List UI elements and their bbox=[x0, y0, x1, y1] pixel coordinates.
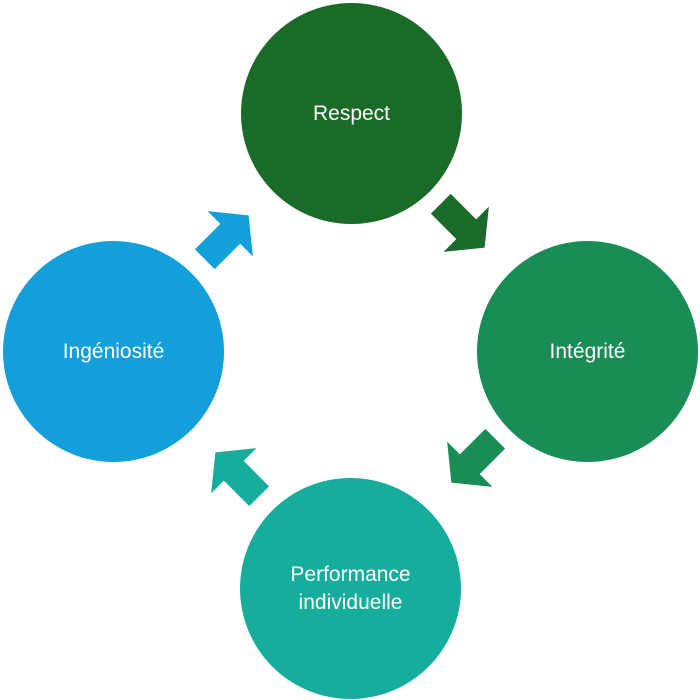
node-label-integrite: Intégrité bbox=[549, 339, 626, 363]
node-label-respect: Respect bbox=[312, 101, 391, 125]
arrow-respect-to-integrite bbox=[430, 193, 489, 252]
node-respect: Respect bbox=[241, 3, 462, 224]
node-performance-individuelle: Performance individuelle bbox=[240, 478, 461, 699]
node-label-ingeniosite: Ingéniosité bbox=[62, 339, 165, 363]
arrow-performance-to-ingeniosite bbox=[211, 448, 270, 507]
arrow-integrite-to-performance bbox=[447, 428, 506, 487]
node-label-performance-individuelle: Performance individuelle bbox=[290, 562, 411, 614]
arrow-ingeniosite-to-respect bbox=[194, 211, 253, 270]
node-ingeniosite: Ingéniosité bbox=[3, 241, 224, 462]
node-integrite: Intégrité bbox=[477, 241, 698, 462]
